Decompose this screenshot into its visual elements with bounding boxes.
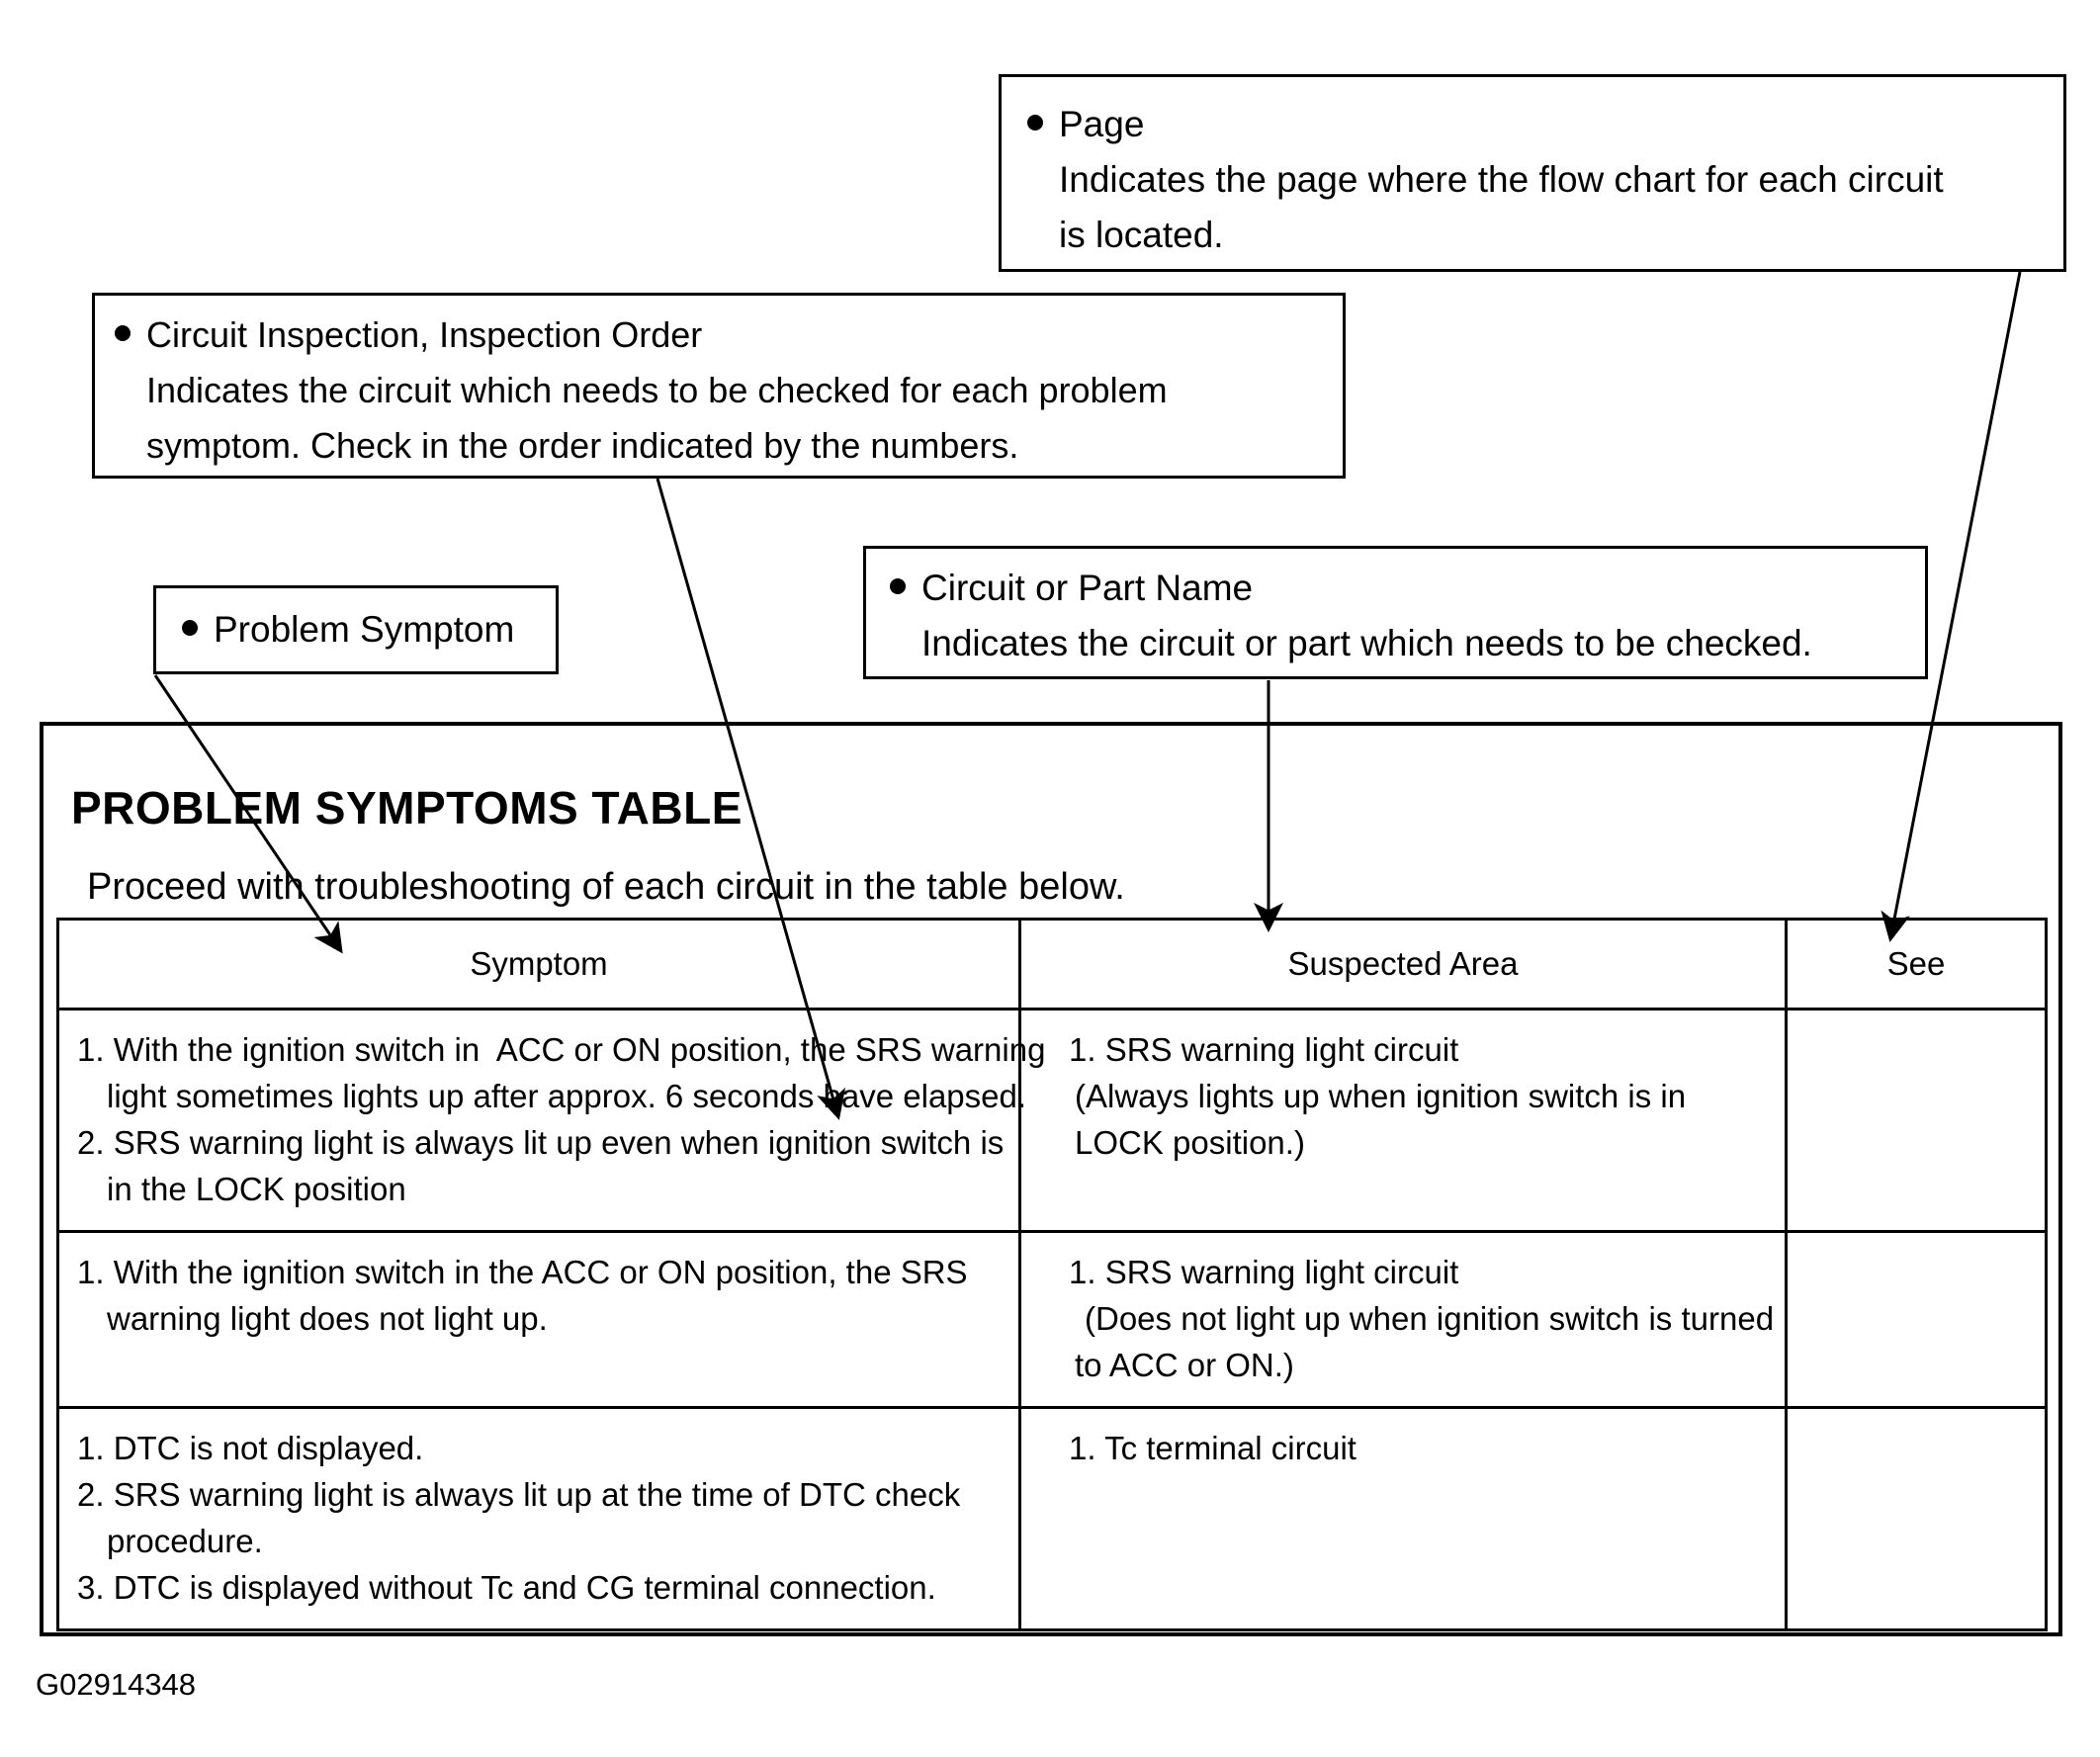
area-line: (Does not light up when ignition switch … <box>1085 1300 1775 1337</box>
problem-symptoms-section-frame <box>40 722 2062 1636</box>
symptom-line: 3. DTC is displayed without Tc and CG te… <box>77 1569 936 1606</box>
symptom-line: 1. With the ignition switch in ACC or ON… <box>77 1031 1046 1068</box>
area-line: 1. Tc terminal circuit <box>1069 1430 1356 1466</box>
area-line: 1. SRS warning light circuit <box>1069 1254 1459 1290</box>
callout-partname-title: Circuit or Part Name <box>921 568 1254 608</box>
callout-page: Page Indicates the page where the flow c… <box>999 74 2066 272</box>
cell-see <box>1785 1406 2048 1631</box>
symptom-line: in the LOCK position <box>107 1171 406 1207</box>
callout-problem-symptom: Problem Symptom <box>153 585 559 674</box>
bullet-icon <box>890 578 906 595</box>
callout-page-line1: Indicates the page where the flow chart … <box>1059 159 1944 200</box>
symptom-line: 1. DTC is not displayed. <box>77 1430 424 1466</box>
callout-partname-line1: Indicates the circuit or part which need… <box>921 623 1812 663</box>
area-line: 1. SRS warning light circuit <box>1069 1031 1459 1068</box>
section-subtitle: Proceed with troubleshooting of each cir… <box>87 866 1125 908</box>
table-row: 1. With the ignition switch in ACC or ON… <box>56 1008 2048 1233</box>
area-line: (Always lights up when ignition switch i… <box>1075 1078 1687 1114</box>
cell-see <box>1785 1008 2048 1233</box>
callout-inspection-line1: Indicates the circuit which needs to be … <box>146 370 1168 410</box>
cell-symptom: 1. With the ignition switch in ACC or ON… <box>56 1008 1046 1233</box>
area-line: to ACC or ON.) <box>1075 1347 1294 1383</box>
callout-circuit-or-part-name: Circuit or Part Name Indicates the circu… <box>863 546 1928 679</box>
callout-inspection-line2: symptom. Check in the order indicated by… <box>146 425 1019 466</box>
problem-symptoms-table: Symptom Suspected Area See 1. With the i… <box>56 918 2048 1631</box>
column-header-see: See <box>1785 918 2048 1010</box>
callout-page-title: Page <box>1059 104 1145 144</box>
callout-symptom-title-row: Problem Symptom <box>182 602 556 658</box>
callout-page-title-row: Page <box>1027 97 2063 152</box>
bullet-icon <box>115 325 131 342</box>
table-row: 1. DTC is not displayed. 2. SRS warning … <box>56 1406 2048 1631</box>
cell-suspected-area: 1. SRS warning light circuit (Does not l… <box>1018 1230 1788 1409</box>
cell-suspected-area: 1. Tc terminal circuit <box>1018 1406 1788 1631</box>
page-title: PROBLEM SYMPTOMS TABLE <box>71 782 743 834</box>
callout-symptom-title: Problem Symptom <box>214 609 515 650</box>
symptom-line: procedure. <box>107 1523 263 1559</box>
symptom-line: 2. SRS warning light is always lit up at… <box>77 1476 961 1513</box>
symptom-line: warning light does not light up. <box>107 1300 548 1337</box>
bullet-icon <box>182 620 198 637</box>
callout-inspection-title-row: Circuit Inspection, Inspection Order <box>115 307 1343 363</box>
bullet-icon <box>1027 115 1043 132</box>
column-header-suspected-area: Suspected Area <box>1018 918 1788 1010</box>
figure-id: G02914348 <box>36 1667 197 1702</box>
symptom-line: light sometimes lights up after approx. … <box>107 1078 1027 1114</box>
cell-suspected-area: 1. SRS warning light circuit (Always lig… <box>1018 1008 1788 1233</box>
cell-symptom: 1. With the ignition switch in the ACC o… <box>56 1230 1021 1409</box>
column-header-symptom: Symptom <box>56 918 1021 1010</box>
callout-circuit-inspection: Circuit Inspection, Inspection Order Ind… <box>92 293 1346 479</box>
table-row: 1. With the ignition switch in the ACC o… <box>56 1230 2048 1409</box>
callout-inspection-title: Circuit Inspection, Inspection Order <box>146 314 703 355</box>
callout-partname-title-row: Circuit or Part Name <box>890 561 1925 616</box>
symptom-line: 1. With the ignition switch in the ACC o… <box>77 1254 968 1290</box>
table-header-row: Symptom Suspected Area See <box>56 918 2048 1010</box>
cell-see <box>1785 1230 2048 1409</box>
cell-symptom: 1. DTC is not displayed. 2. SRS warning … <box>56 1406 1021 1631</box>
symptom-line: 2. SRS warning light is always lit up ev… <box>77 1124 1005 1161</box>
area-line: LOCK position.) <box>1075 1124 1305 1161</box>
callout-page-line2: is located. <box>1059 215 1224 255</box>
